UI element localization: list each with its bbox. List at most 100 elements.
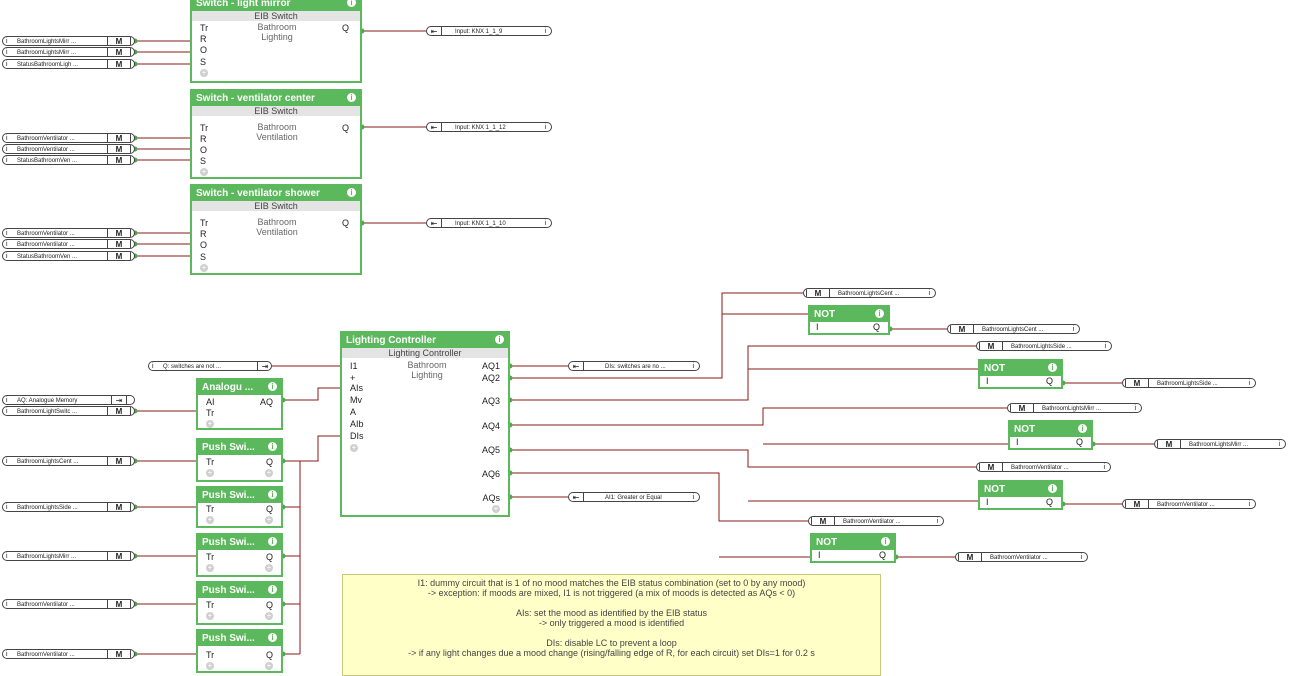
add-output-icon[interactable]: + bbox=[265, 515, 273, 524]
block-push-switch[interactable]: Push Swi...i Tr Q + + bbox=[196, 486, 283, 528]
add-output-icon[interactable]: + bbox=[265, 661, 273, 670]
add-input-icon[interactable]: + bbox=[206, 661, 214, 670]
info-icon[interactable]: i bbox=[268, 442, 277, 451]
add-output-icon[interactable]: + bbox=[265, 611, 273, 620]
block-room: Bathroom bbox=[257, 122, 297, 132]
info-icon: i bbox=[6, 601, 8, 608]
info-icon: i bbox=[6, 157, 8, 164]
info-icon[interactable]: i bbox=[347, 188, 356, 197]
info-icon[interactable]: i bbox=[268, 537, 277, 546]
wire-aq2 bbox=[510, 292, 808, 379]
pin-plus: + bbox=[350, 373, 356, 383]
pin-tr: Tr bbox=[200, 218, 209, 228]
block-analogue[interactable]: Analogu ...i AI Tr AQ + bbox=[196, 378, 283, 430]
info-icon[interactable]: i bbox=[347, 93, 356, 102]
pin-q: Q bbox=[878, 550, 886, 560]
pin-q: Q bbox=[342, 23, 350, 33]
info-icon[interactable]: i bbox=[268, 633, 277, 642]
add-input-icon[interactable]: + bbox=[206, 563, 214, 572]
output-tag[interactable]: ⇤DIs: switches are no ...i bbox=[568, 361, 700, 371]
block-push-switch[interactable]: Push Swi...i Tr Q + + bbox=[196, 533, 283, 577]
note-line bbox=[343, 598, 880, 608]
add-input-icon[interactable]: + bbox=[200, 68, 208, 77]
add-input-icon[interactable]: + bbox=[206, 515, 214, 524]
add-input-icon[interactable]: + bbox=[206, 611, 214, 620]
info-icon[interactable]: i bbox=[1048, 484, 1057, 493]
info-icon[interactable]: i bbox=[1048, 363, 1057, 372]
block-push-switch[interactable]: Push Swi...i Tr Q + + bbox=[196, 629, 283, 673]
comment-note[interactable]: I1: dummy circuit that is 1 of no mood m… bbox=[342, 574, 881, 676]
add-input-icon[interactable]: + bbox=[200, 263, 208, 272]
info-icon[interactable]: i bbox=[875, 309, 884, 318]
add-input-icon[interactable]: + bbox=[206, 419, 214, 428]
info-icon[interactable]: i bbox=[268, 382, 277, 391]
info-icon[interactable]: i bbox=[268, 490, 277, 499]
add-input-icon[interactable]: + bbox=[206, 468, 214, 477]
info-icon: i bbox=[936, 518, 938, 525]
info-icon[interactable]: i bbox=[881, 537, 890, 546]
add-input-icon[interactable]: + bbox=[200, 167, 208, 176]
info-icon[interactable]: i bbox=[1078, 424, 1087, 433]
add-output-icon[interactable]: + bbox=[265, 563, 273, 572]
pin-i: I bbox=[816, 322, 819, 332]
pin-q: Q bbox=[265, 504, 273, 514]
info-icon: i bbox=[6, 253, 8, 260]
pin-aq1: AQ1 bbox=[481, 361, 500, 371]
block-push-switch[interactable]: Push Swi...i Tr Q + + bbox=[196, 438, 283, 482]
add-output-icon[interactable]: + bbox=[492, 504, 500, 513]
add-input-icon[interactable]: + bbox=[350, 443, 358, 452]
pin-i: I bbox=[986, 376, 989, 386]
pin-mv: Mv bbox=[350, 395, 362, 405]
info-icon[interactable]: i bbox=[495, 335, 504, 344]
note-line: I1: dummy circuit that is 1 of no mood m… bbox=[417, 578, 806, 588]
info-icon[interactable]: i bbox=[268, 585, 277, 594]
add-output-icon[interactable]: + bbox=[265, 468, 273, 477]
note-line: -> if any light changes due a mood chang… bbox=[408, 648, 815, 658]
block-push-switch[interactable]: Push Swi...i Tr Q + + bbox=[196, 581, 283, 625]
pin-aib: AIb bbox=[350, 419, 364, 429]
info-icon[interactable]: i bbox=[347, 0, 356, 7]
wire-aq3 bbox=[510, 345, 978, 401]
